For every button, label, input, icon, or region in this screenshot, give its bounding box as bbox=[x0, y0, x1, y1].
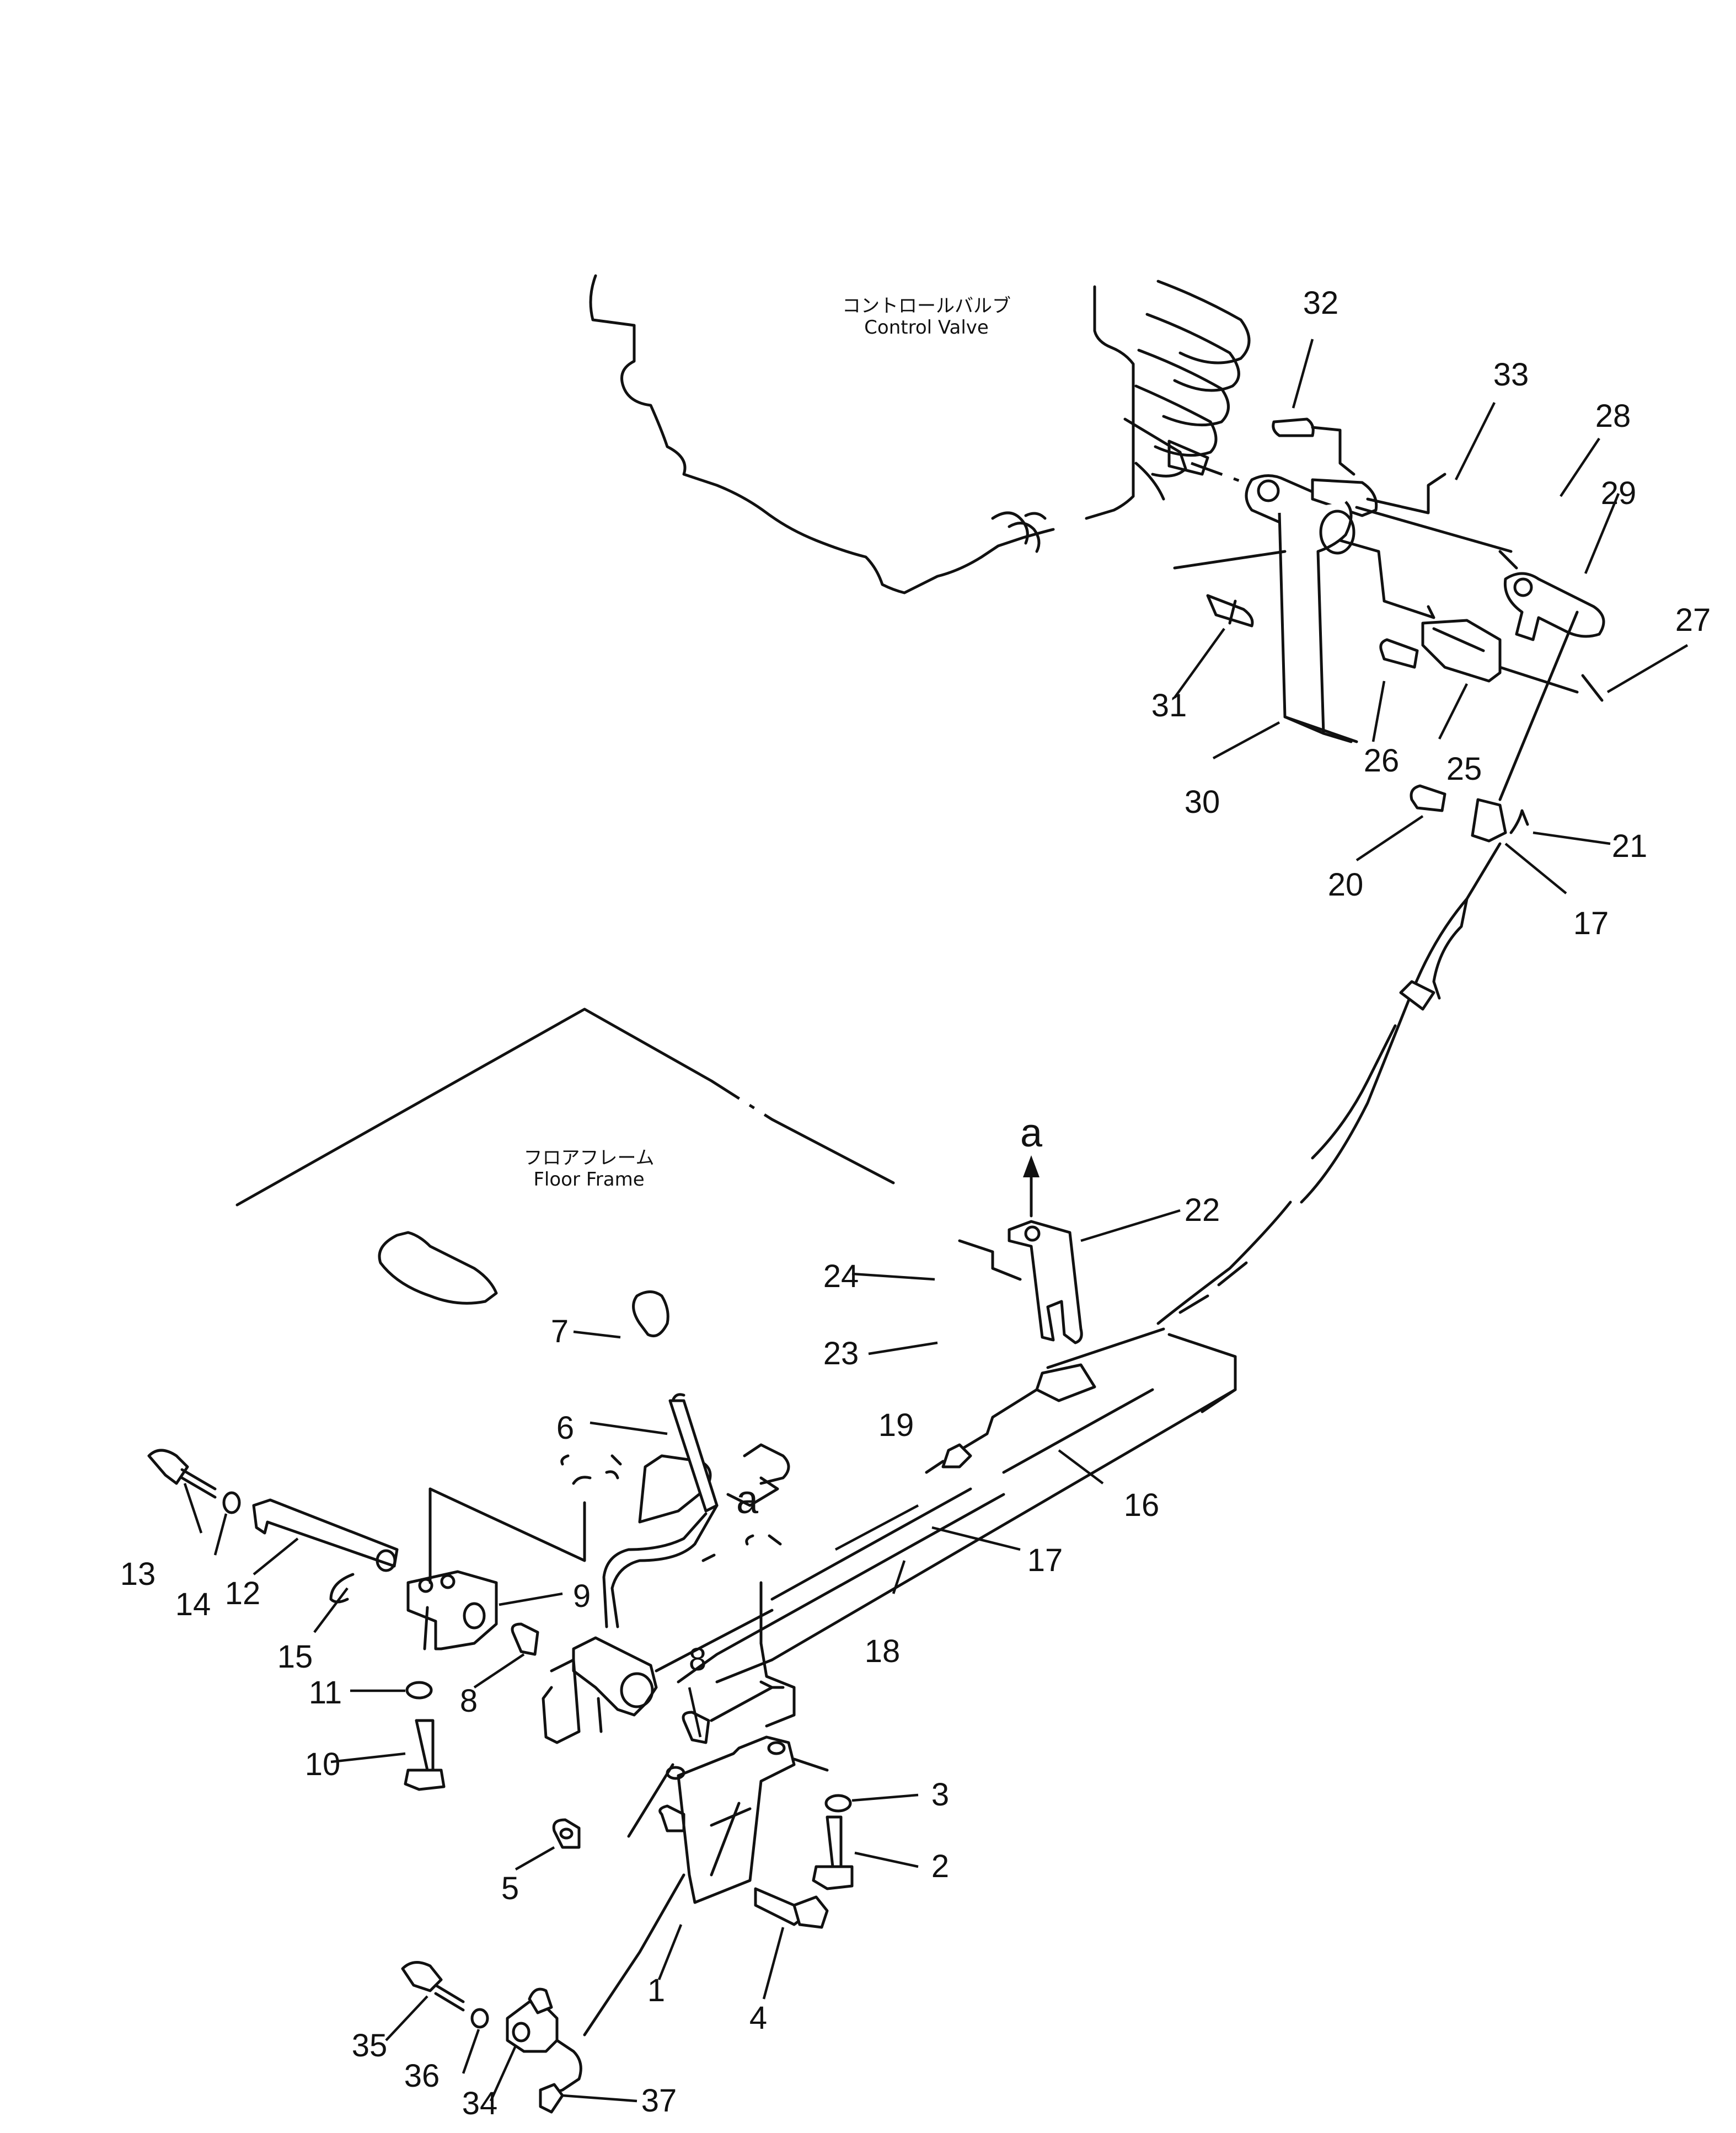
control-valve-label: コントロールバルブ Control Valve bbox=[842, 294, 1011, 339]
view-a-mid: a bbox=[736, 1478, 759, 1522]
callout-32: 32 bbox=[1303, 285, 1339, 321]
callout-15: 15 bbox=[277, 1639, 313, 1675]
callout-12: 12 bbox=[224, 1575, 261, 1611]
control-valve-jp: コントロールバルブ bbox=[842, 294, 1011, 317]
callout-20: 20 bbox=[1327, 867, 1364, 903]
callout-10: 10 bbox=[304, 1746, 341, 1782]
callout-8b: 8 bbox=[688, 1642, 707, 1678]
callout-25: 25 bbox=[1446, 751, 1482, 787]
floor-frame bbox=[235, 1007, 895, 1524]
callout-11: 11 bbox=[308, 1675, 342, 1711]
callout-28: 28 bbox=[1595, 398, 1631, 434]
switch-assembly bbox=[401, 1961, 582, 2114]
bracket-22 bbox=[958, 1155, 1083, 1344]
callout-22: 22 bbox=[1184, 1192, 1220, 1228]
lower-lever-assembly bbox=[511, 1290, 785, 1744]
callout-36: 36 bbox=[404, 2058, 440, 2094]
callout-7: 7 bbox=[550, 1314, 569, 1349]
upper-linkage bbox=[1173, 417, 1605, 1204]
floor-frame-en: Floor Frame bbox=[533, 1169, 645, 1191]
callout-21: 21 bbox=[1611, 828, 1648, 864]
callout-26: 26 bbox=[1363, 743, 1400, 779]
callout-17b: 17 bbox=[1027, 1542, 1063, 1578]
view-a-top: a bbox=[1020, 1111, 1043, 1155]
leader-lines bbox=[183, 339, 1689, 2103]
callout-27: 27 bbox=[1675, 602, 1711, 638]
callout-34: 34 bbox=[462, 2086, 498, 2121]
floor-frame-jp: フロアフレーム bbox=[523, 1146, 655, 1169]
callout-37: 37 bbox=[641, 2083, 677, 2119]
callout-30: 30 bbox=[1184, 784, 1220, 820]
callout-2: 2 bbox=[931, 1848, 950, 1884]
floor-frame-label: フロアフレーム Floor Frame bbox=[523, 1146, 655, 1191]
cable-16 bbox=[925, 1201, 1292, 1474]
callout-14: 14 bbox=[175, 1587, 211, 1622]
floor-beam bbox=[677, 1333, 1237, 1684]
callout-31: 31 bbox=[1151, 688, 1187, 723]
callout-3: 3 bbox=[931, 1777, 950, 1813]
callout-13: 13 bbox=[120, 1556, 156, 1592]
callout-8a: 8 bbox=[459, 1683, 478, 1719]
bracket-1 bbox=[552, 1642, 854, 2036]
callout-24: 24 bbox=[823, 1258, 859, 1294]
callout-9: 9 bbox=[572, 1578, 591, 1614]
control-valve bbox=[589, 274, 1251, 594]
callout-16: 16 bbox=[1123, 1487, 1160, 1523]
bracket-9-pin-12 bbox=[147, 1449, 622, 1791]
callout-4: 4 bbox=[749, 2000, 768, 2036]
callout-19: 19 bbox=[878, 1407, 914, 1443]
callout-29: 29 bbox=[1600, 475, 1637, 511]
callout-33: 33 bbox=[1493, 357, 1529, 393]
callout-5: 5 bbox=[501, 1871, 519, 1906]
callout-23: 23 bbox=[823, 1336, 859, 1371]
callout-35: 35 bbox=[351, 2028, 388, 2064]
control-valve-en: Control Valve bbox=[864, 317, 989, 339]
callout-18: 18 bbox=[864, 1633, 901, 1669]
callout-6: 6 bbox=[556, 1410, 575, 1446]
callout-1: 1 bbox=[647, 1973, 666, 2008]
callout-17a: 17 bbox=[1573, 905, 1609, 941]
